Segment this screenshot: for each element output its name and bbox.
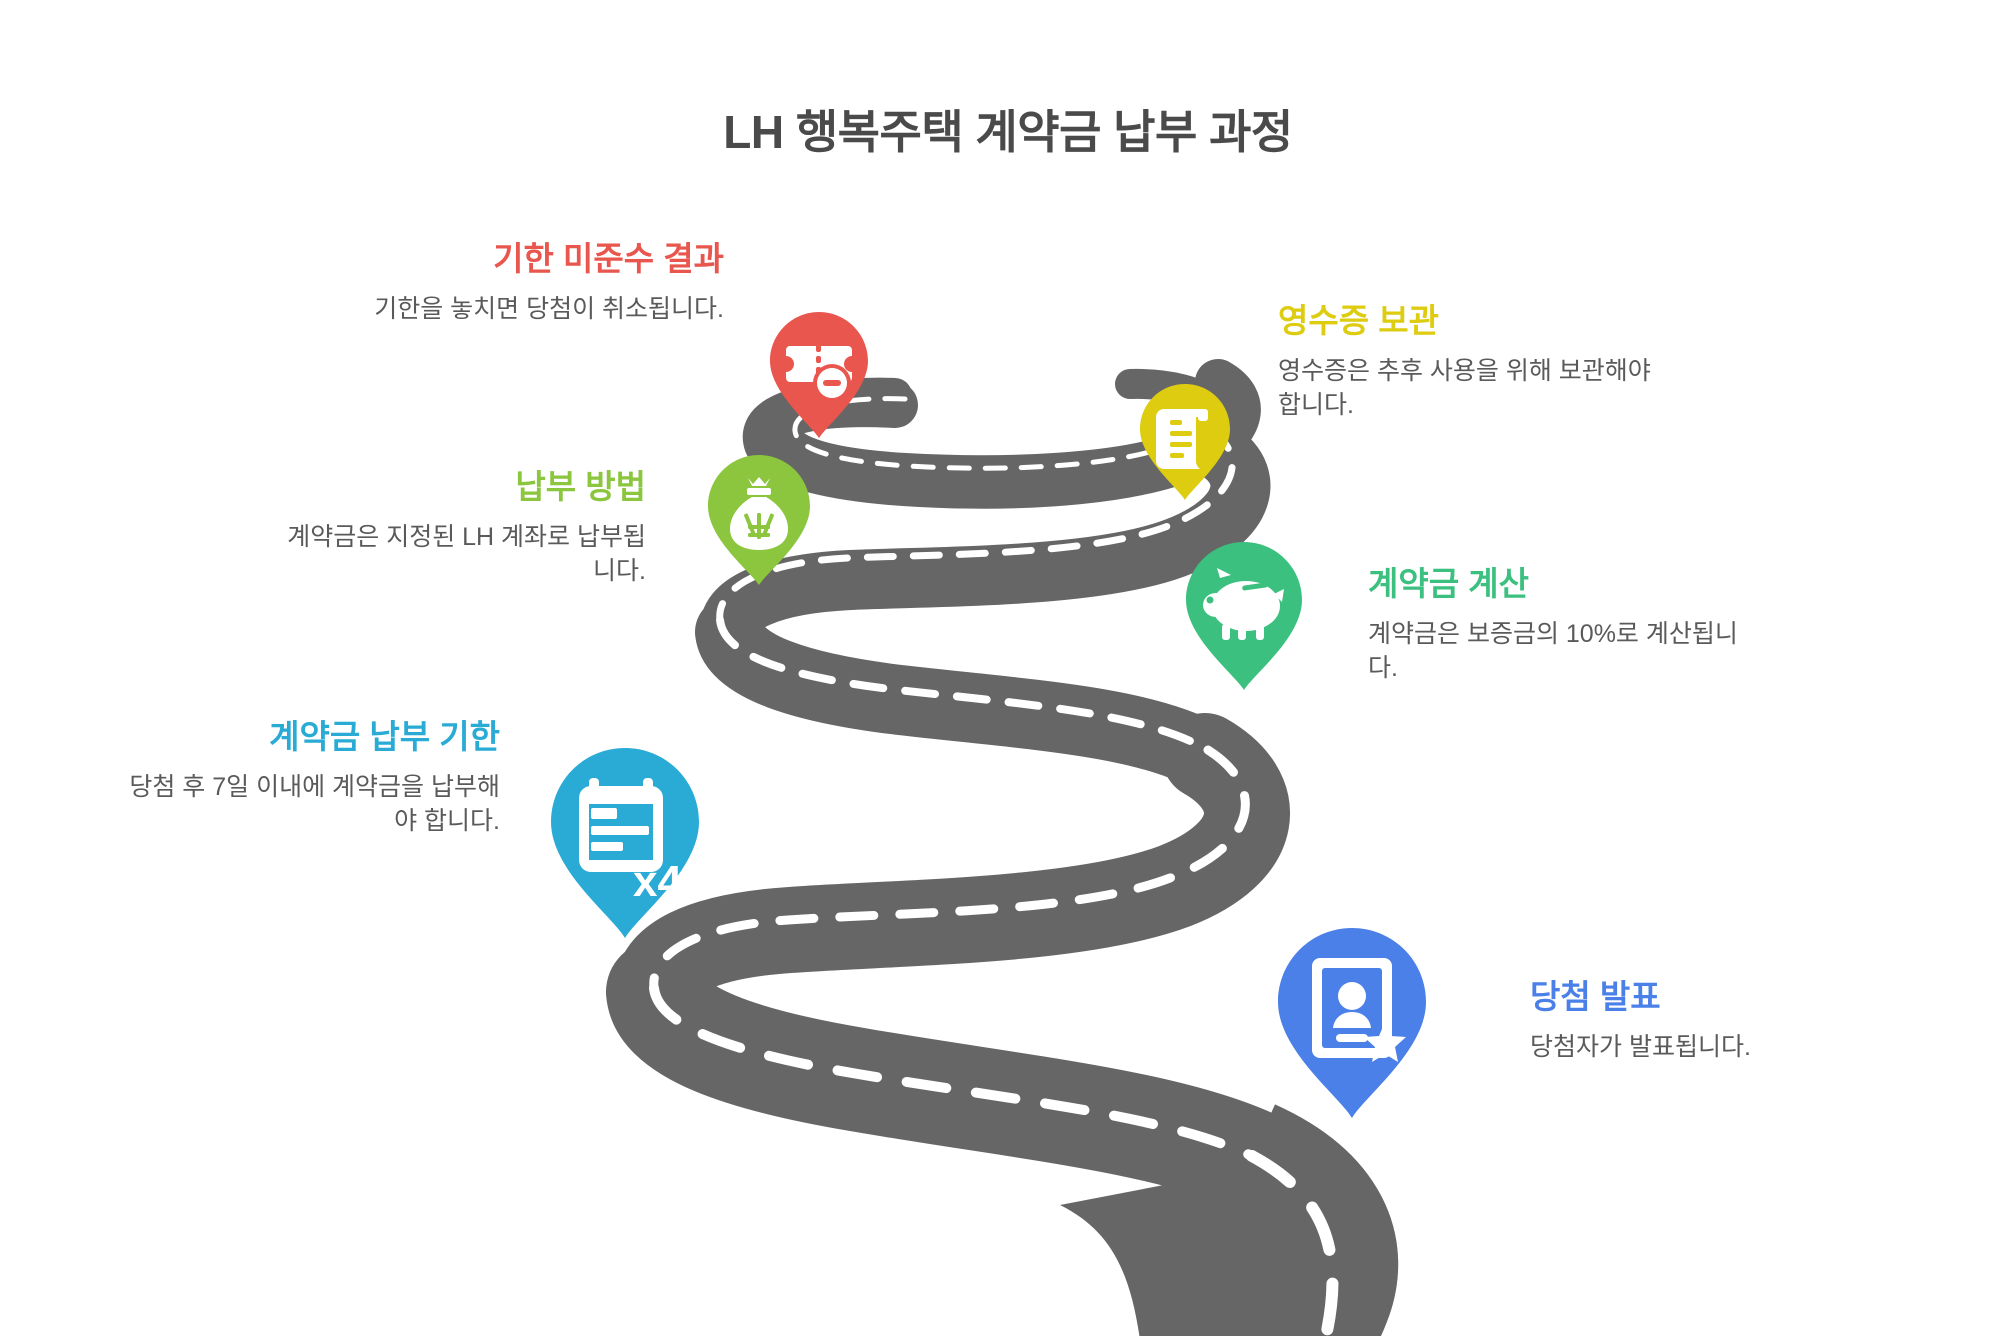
- step-title-winner-announcement: 당첨 발표: [1530, 978, 1661, 1015]
- receipt-icon: [1156, 409, 1208, 469]
- step-title-result-of-missing-deadline: 기한 미준수 결과: [493, 240, 724, 277]
- id-card-star-icon: [1312, 958, 1406, 1062]
- piggy-bank-icon: [1203, 568, 1284, 640]
- step-title-deposit-calculation: 계약금 계산: [1368, 565, 1529, 602]
- step-desc-result-of-missing-deadline: 기한을 놓치면 당첨이 취소됩니다.: [374, 294, 724, 323]
- step-text-payment-method: 납부 방법 계약금은 지정된 LH 계좌로 납부됩니다.: [266, 468, 646, 589]
- pin-receipt-storage[interactable]: [1140, 384, 1230, 500]
- step-desc-winner-announcement: 당첨자가 발표됩니다.: [1530, 1032, 1751, 1061]
- step-desc-deposit-calculation: 계약금은 보증금의 10%로 계산됩니다.: [1368, 619, 1738, 683]
- page-title: LH 행복주택 계약금 납부 과정: [723, 106, 1293, 158]
- step-title-payment-method: 납부 방법: [515, 468, 646, 505]
- step-text-winner-announcement: 당첨 발표 당첨자가 발표됩니다.: [1530, 978, 1910, 1064]
- calendar-x4-icon: [579, 778, 663, 872]
- pin-deposit-calculation[interactable]: [1186, 542, 1302, 690]
- pin-badge-x4: x4: [633, 857, 682, 906]
- step-text-deposit-calculation: 계약금 계산 계약금은 보증금의 10%로 계산됩니다.: [1368, 565, 1748, 686]
- step-title-deposit-payment-deadline: 계약금 납부 기한: [269, 718, 500, 755]
- pin-winner-announcement[interactable]: [1278, 928, 1426, 1118]
- pin-payment-method[interactable]: [708, 455, 810, 585]
- pin-result-of-missing-deadline[interactable]: [770, 312, 868, 438]
- pin-deposit-payment-deadline[interactable]: x4: [551, 748, 699, 938]
- step-text-receipt-storage: 영수증 보관 영수증은 추후 사용을 위해 보관해야 합니다.: [1278, 302, 1658, 423]
- money-bag-icon: [730, 477, 788, 550]
- step-desc-receipt-storage: 영수증은 추후 사용을 위해 보관해야 합니다.: [1278, 356, 1651, 420]
- step-desc-deposit-payment-deadline: 당첨 후 7일 이내에 계약금을 납부해야 합니다.: [129, 772, 500, 836]
- step-text-result-of-missing-deadline: 기한 미준수 결과 기한을 놓치면 당첨이 취소됩니다.: [344, 240, 724, 326]
- ticket-minus-icon: [786, 345, 852, 402]
- step-text-deposit-payment-deadline: 계약금 납부 기한 당첨 후 7일 이내에 계약금을 납부해야 합니다.: [120, 718, 500, 839]
- step-desc-payment-method: 계약금은 지정된 LH 계좌로 납부됩니다.: [287, 522, 646, 586]
- road-asphalt: [606, 359, 1399, 1336]
- step-title-receipt-storage: 영수증 보관: [1278, 302, 1439, 339]
